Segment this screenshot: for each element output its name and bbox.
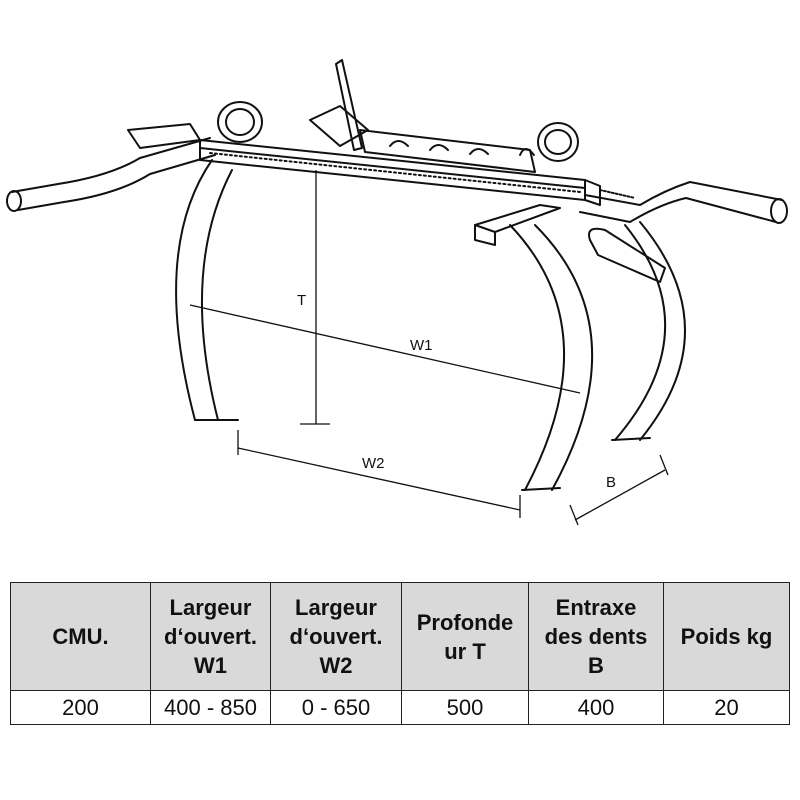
header-cmu: CMU. [10,582,151,691]
header-line: ur T [444,638,486,664]
cell-spacing: 400 [528,690,664,725]
cell-depth: 500 [401,690,529,725]
label-T: T [297,292,306,309]
right-handle [579,181,788,283]
header-line: CMU. [52,624,109,649]
right-rear-arm [611,221,686,441]
lifting-ring-right [537,122,579,162]
side-bracket [474,204,561,246]
cell-w1: 400 - 850 [150,690,271,725]
product-drawing: T W1 W2 B [6,59,788,526]
header-line: Entraxe [555,595,637,620]
header-w1: Largeur d‘ouvert. W1 [150,582,271,691]
main-beam [199,129,636,206]
header-line: W2 [319,653,353,678]
lever [309,59,535,156]
header-row: CMU. Largeur d‘ouvert. W1 Largeur d‘ouve… [10,582,790,691]
header-line: d‘ouvert. [164,624,257,649]
label-W2: W2 [362,455,385,472]
header-line: W1 [194,653,227,678]
header-depth: Profonde ur T [401,582,529,691]
header-w2: Largeur d‘ouvert. W2 [270,582,402,691]
header-line: Profonde [416,609,514,635]
header-line: des dents [544,624,648,649]
left-arm [175,159,239,421]
header-line: Largeur [169,595,252,620]
header-line: Largeur [295,595,377,620]
label-B: B [606,474,616,491]
header-weight: Poids kg [663,582,790,691]
header-line: Poids kg [680,624,773,649]
header-spacing: Entraxe des dents B [528,582,664,691]
cell-cmu: 200 [10,690,151,725]
spec-table: CMU. Largeur d‘ouvert. W1 Largeur d‘ouve… [10,582,790,725]
right-front-arm [509,224,594,491]
label-W1: W1 [410,337,433,354]
table-row: 200 400 - 850 0 - 650 500 400 20 [10,690,790,725]
header-line: d‘ouvert. [289,624,383,649]
cell-w2: 0 - 650 [270,690,402,725]
lifting-ring-left [217,101,263,143]
header-line: B [588,653,604,678]
cell-weight: 20 [663,690,790,725]
left-handle [6,123,216,212]
